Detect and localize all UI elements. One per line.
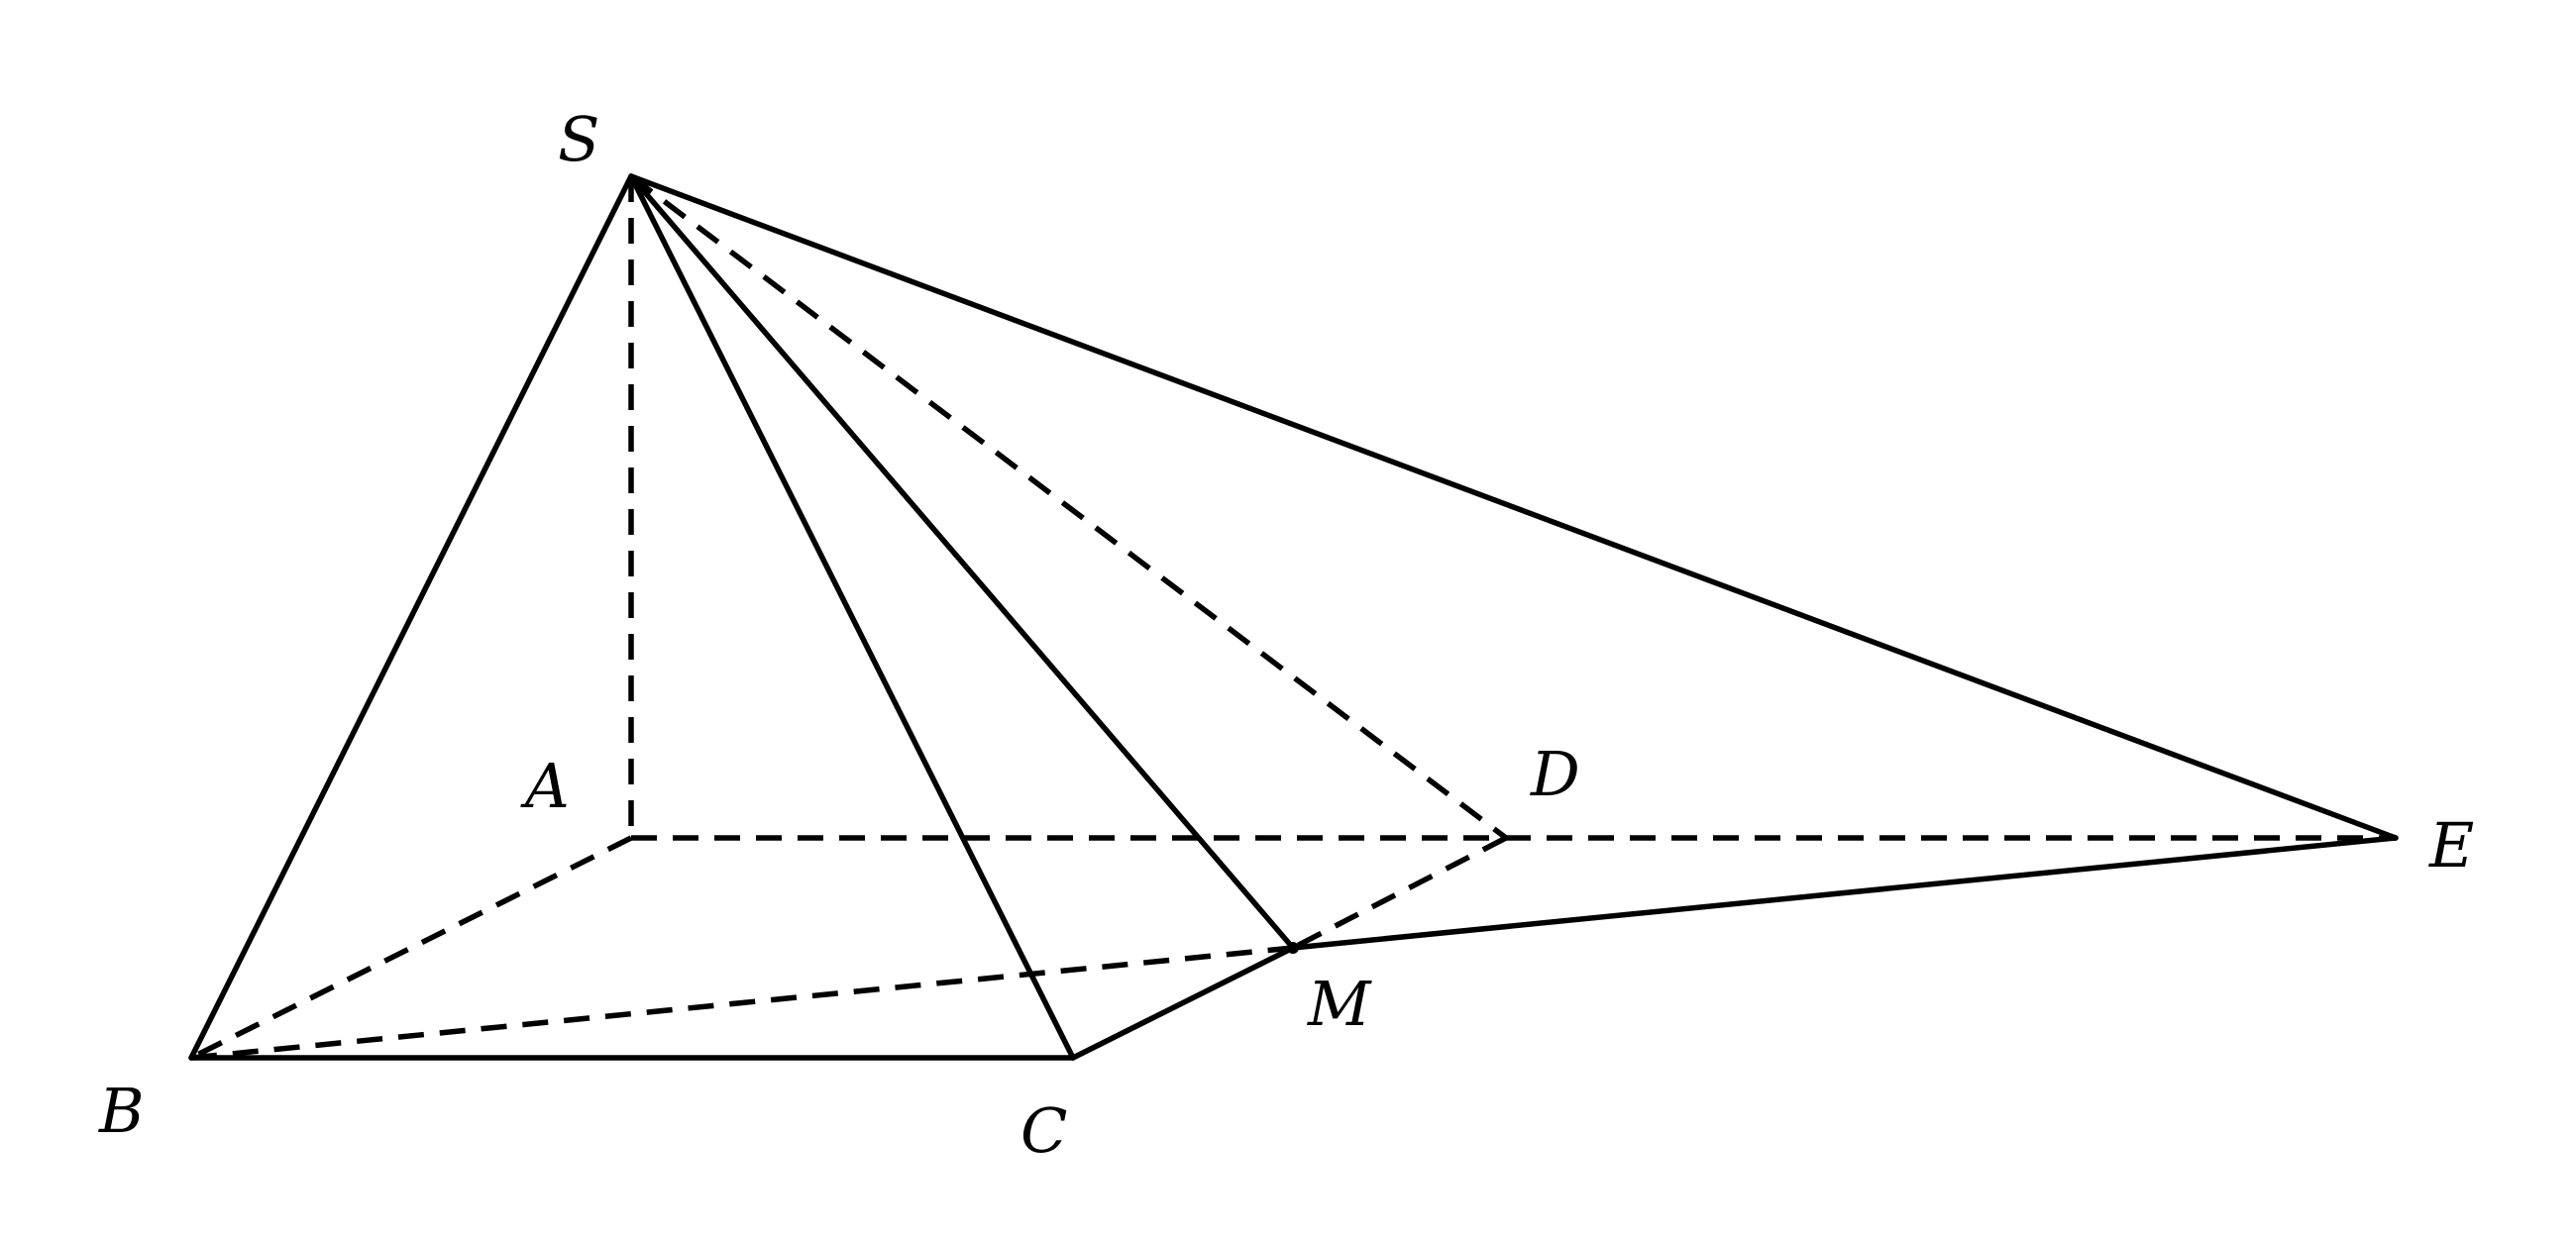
label-D: D [1530, 738, 1580, 810]
point-M-dot [1287, 942, 1299, 954]
label-C: C [1020, 1094, 1067, 1167]
edge-AB [189, 835, 633, 1061]
label-A: A [520, 750, 570, 822]
edge-BM [190, 945, 1294, 1061]
edge-ME [1290, 835, 2399, 951]
edge-SC [628, 173, 1076, 1061]
edge-SE [628, 173, 2399, 841]
label-S: S [558, 103, 599, 175]
label-M: M [1307, 968, 1372, 1040]
edge-SB [188, 173, 634, 1061]
edge-CM [1070, 945, 1296, 1061]
label-B: B [98, 1075, 145, 1147]
edge-SM [628, 173, 1296, 951]
edge-SD [629, 173, 1508, 841]
label-E: E [2428, 809, 2474, 881]
